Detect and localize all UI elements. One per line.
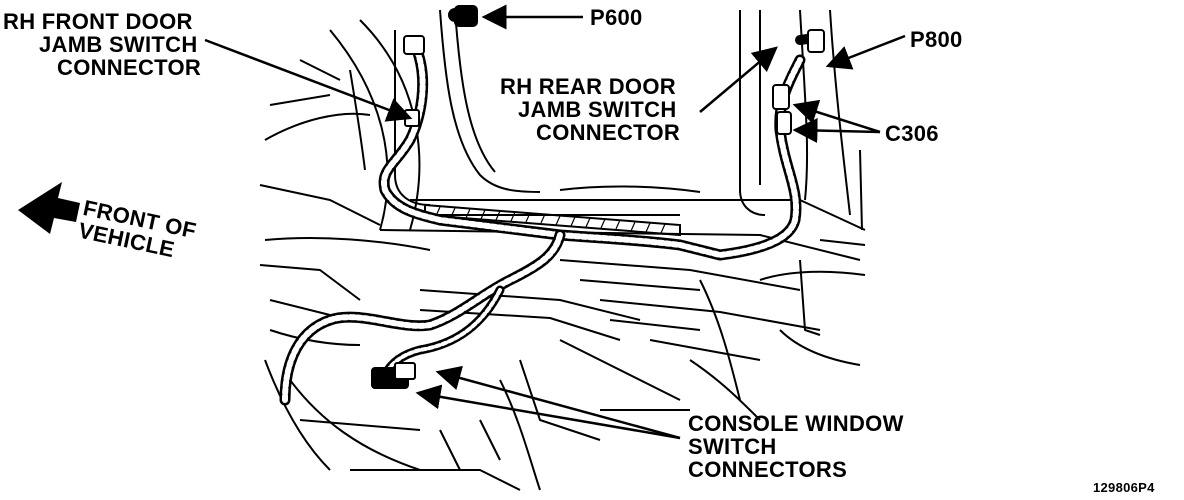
leader-console-a bbox=[435, 365, 681, 440]
left-arrow-icon bbox=[18, 182, 80, 234]
figure-id: 129806P4 bbox=[1093, 480, 1155, 495]
leader-rh-rear-door bbox=[699, 46, 778, 113]
leader-c306-b bbox=[792, 118, 881, 144]
label-line: CONSOLE WINDOW bbox=[688, 411, 904, 436]
wiring-harness bbox=[279, 8, 820, 406]
label-p800: P800 bbox=[910, 27, 963, 52]
leader-c306-a bbox=[792, 99, 881, 134]
label-line: SWITCH bbox=[688, 434, 777, 459]
leader-lines bbox=[204, 4, 906, 440]
label-line: RH REAR DOOR bbox=[500, 74, 676, 99]
label-rh-front-door-jamb-switch: RH FRONT DOOR JAMB SWITCH CONNECTOR bbox=[3, 10, 201, 79]
leader-console-b bbox=[415, 384, 681, 440]
label-p600: P600 bbox=[590, 5, 643, 30]
label-console-window-switch-connectors: CONSOLE WINDOW SWITCH CONNECTORS bbox=[688, 412, 904, 481]
label-line: JAMB SWITCH bbox=[39, 32, 198, 57]
label-c306: C306 bbox=[885, 121, 939, 146]
leader-p800 bbox=[825, 34, 906, 70]
leader-rh-front-door bbox=[204, 38, 413, 122]
label-line: RH FRONT DOOR bbox=[3, 9, 193, 34]
label-rh-rear-door-jamb-switch: RH REAR DOOR JAMB SWITCH CONNECTOR bbox=[500, 75, 680, 144]
connector-shapes bbox=[371, 5, 825, 389]
label-line: CONNECTOR bbox=[57, 55, 202, 80]
label-line: JAMB SWITCH bbox=[518, 97, 677, 122]
label-line: CONNECTORS bbox=[688, 457, 848, 482]
label-line: CONNECTOR bbox=[536, 120, 681, 145]
